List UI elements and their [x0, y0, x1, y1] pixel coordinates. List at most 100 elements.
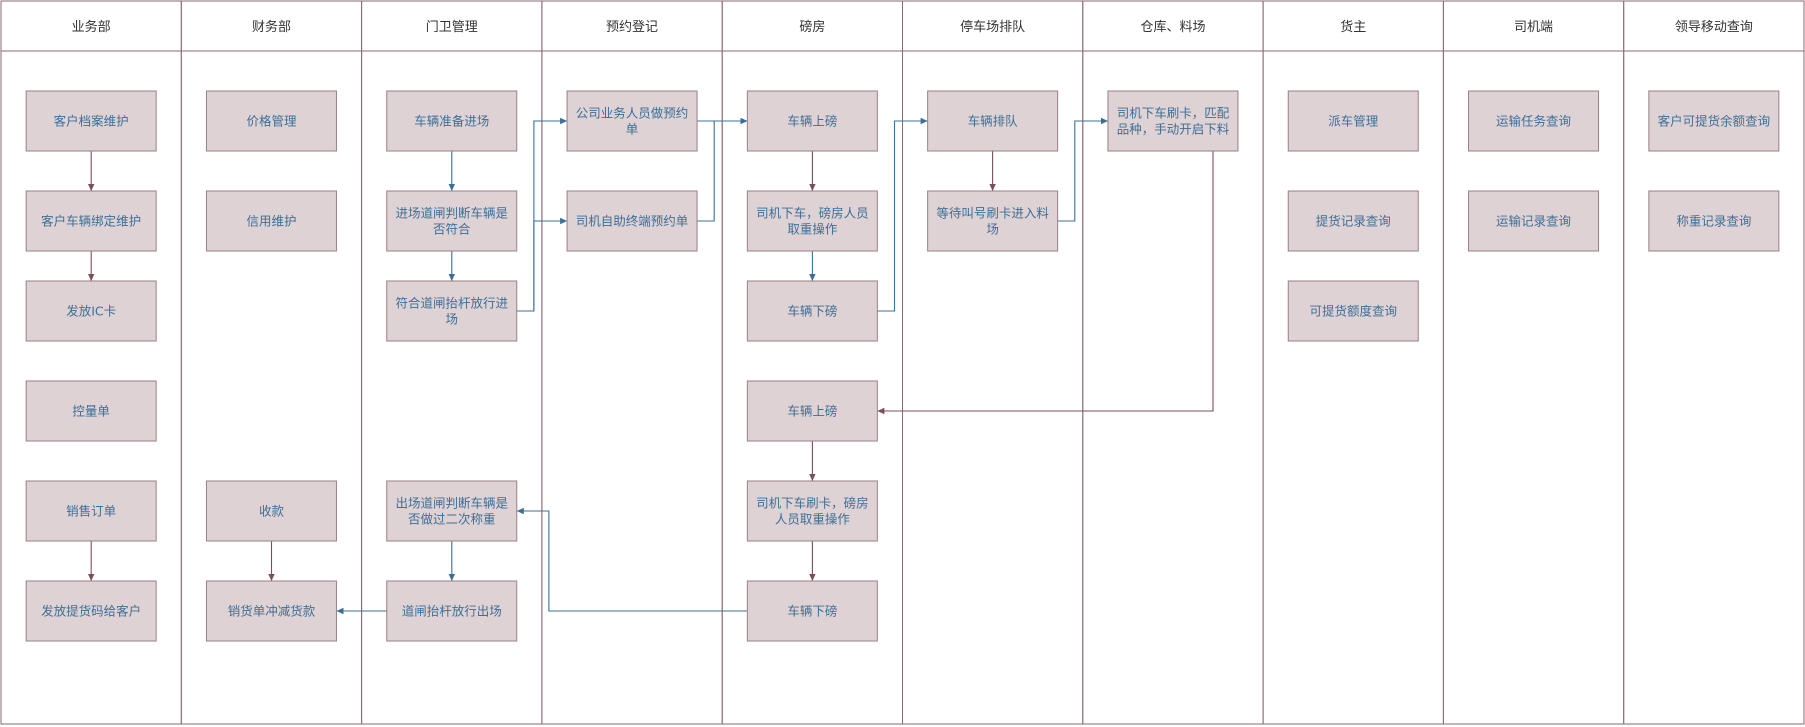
process-node[interactable]: 可提货额度查询	[1287, 280, 1419, 342]
process-label: 车辆准备进场	[414, 114, 489, 129]
process-box	[386, 90, 518, 152]
process-label: 客户可提货余额查询	[1658, 114, 1771, 129]
process-box	[386, 480, 518, 542]
process-label: 销货单冲减货款	[228, 604, 316, 619]
process-label: 司机下车刷卡，匹配	[1117, 106, 1230, 121]
process-box	[1648, 90, 1780, 152]
process-label: 销售订单	[66, 504, 116, 519]
process-node[interactable]: 提货记录查询	[1287, 190, 1419, 252]
process-box	[927, 90, 1059, 152]
process-node[interactable]: 道闸抬杆放行出场	[386, 580, 518, 642]
process-label: 发放提货码给客户	[41, 604, 141, 619]
process-label: 等待叫号刷卡进入料	[936, 206, 1049, 221]
process-label: 客户车辆绑定维护	[41, 214, 141, 229]
process-label: 运输任务查询	[1496, 114, 1571, 129]
process-box	[205, 480, 337, 542]
lane-title: 停车场排队	[960, 19, 1025, 35]
process-node[interactable]: 信用维护	[205, 190, 337, 252]
process-node[interactable]: 车辆准备进场	[386, 90, 518, 152]
process-label: 车辆上磅	[787, 114, 837, 129]
process-node[interactable]: 车辆排队	[927, 90, 1059, 152]
process-label: 司机下车刷卡，磅房	[756, 496, 869, 511]
flow-arrow	[697, 117, 748, 222]
process-label: 司机自助终端预约单	[576, 214, 689, 229]
process-box	[25, 380, 157, 442]
process-box	[25, 280, 157, 342]
lane-title: 预约登记	[606, 20, 658, 35]
process-node[interactable]: 客户可提货余额查询	[1648, 90, 1780, 152]
process-label: 车辆上磅	[787, 404, 837, 419]
process-label: 称重记录查询	[1676, 214, 1751, 229]
process-box	[746, 480, 878, 542]
process-box	[746, 90, 878, 152]
process-label: 运输记录查询	[1496, 214, 1571, 229]
process-label: 收款	[259, 504, 285, 519]
process-box	[205, 190, 337, 252]
process-label: 否做过二次称重	[408, 512, 496, 527]
process-label: 控量单	[72, 404, 110, 419]
process-node[interactable]: 控量单	[25, 380, 157, 442]
process-label: 可提货额度查询	[1309, 304, 1397, 319]
process-label: 符合道闸抬杆放行进	[395, 296, 508, 311]
process-box	[25, 190, 157, 252]
process-box	[25, 580, 157, 642]
process-label: 派车管理	[1328, 114, 1379, 129]
process-node[interactable]: 司机自助终端预约单	[566, 190, 698, 252]
process-box	[25, 480, 157, 542]
process-label: 场	[986, 222, 999, 237]
process-node[interactable]: 运输任务查询	[1468, 90, 1600, 152]
process-node[interactable]: 发放提货码给客户	[25, 580, 157, 642]
process-label: 发放IC卡	[66, 304, 116, 319]
process-label: 司机下车，磅房人员	[756, 206, 869, 221]
process-node[interactable]: 车辆下磅	[746, 280, 878, 342]
process-node[interactable]: 车辆上磅	[746, 380, 878, 442]
process-box	[1648, 190, 1780, 252]
process-node[interactable]: 销货单冲减货款	[205, 580, 337, 642]
process-box	[205, 90, 337, 152]
process-box	[1107, 90, 1239, 152]
flow-arrow	[877, 151, 1214, 415]
lane-title: 领导移动查询	[1675, 20, 1753, 35]
process-label: 人员取重操作	[775, 512, 851, 527]
process-box	[386, 190, 518, 252]
lane-title: 仓库、料场	[1140, 19, 1205, 35]
process-box	[386, 580, 518, 642]
process-node[interactable]: 派车管理	[1287, 90, 1419, 152]
process-node[interactable]: 收款	[205, 480, 337, 542]
process-label: 车辆排队	[968, 114, 1019, 129]
process-node[interactable]: 客户档案维护	[25, 90, 157, 152]
flow-arrow	[516, 217, 568, 312]
process-label: 客户档案维护	[54, 114, 129, 129]
process-label: 公司业务人员做预约	[576, 106, 689, 121]
process-label: 品种，手动开启下料	[1117, 122, 1230, 137]
process-box	[1287, 280, 1419, 342]
process-node[interactable]: 运输记录查询	[1468, 190, 1600, 252]
process-box	[566, 90, 698, 152]
process-label: 取重操作	[787, 222, 838, 237]
process-node[interactable]: 车辆上磅	[746, 90, 878, 152]
process-label: 车辆下磅	[787, 604, 837, 619]
process-box	[746, 580, 878, 642]
process-box	[927, 190, 1059, 252]
process-node[interactable]: 称重记录查询	[1648, 190, 1780, 252]
process-label: 价格管理	[246, 114, 297, 129]
process-node[interactable]: 客户车辆绑定维护	[25, 190, 157, 252]
lane-title: 门卫管理	[426, 20, 478, 35]
flow-arrow	[1057, 117, 1108, 222]
lane-title: 财务部	[252, 19, 291, 35]
process-label: 出场道闸判断车辆是	[395, 496, 508, 511]
process-node[interactable]: 销售订单	[25, 480, 157, 542]
process-node[interactable]: 车辆下磅	[746, 580, 878, 642]
process-label: 车辆下磅	[787, 304, 837, 319]
process-node[interactable]: 价格管理	[205, 90, 337, 152]
process-node[interactable]: 发放IC卡	[25, 280, 157, 342]
process-box	[1287, 90, 1419, 152]
